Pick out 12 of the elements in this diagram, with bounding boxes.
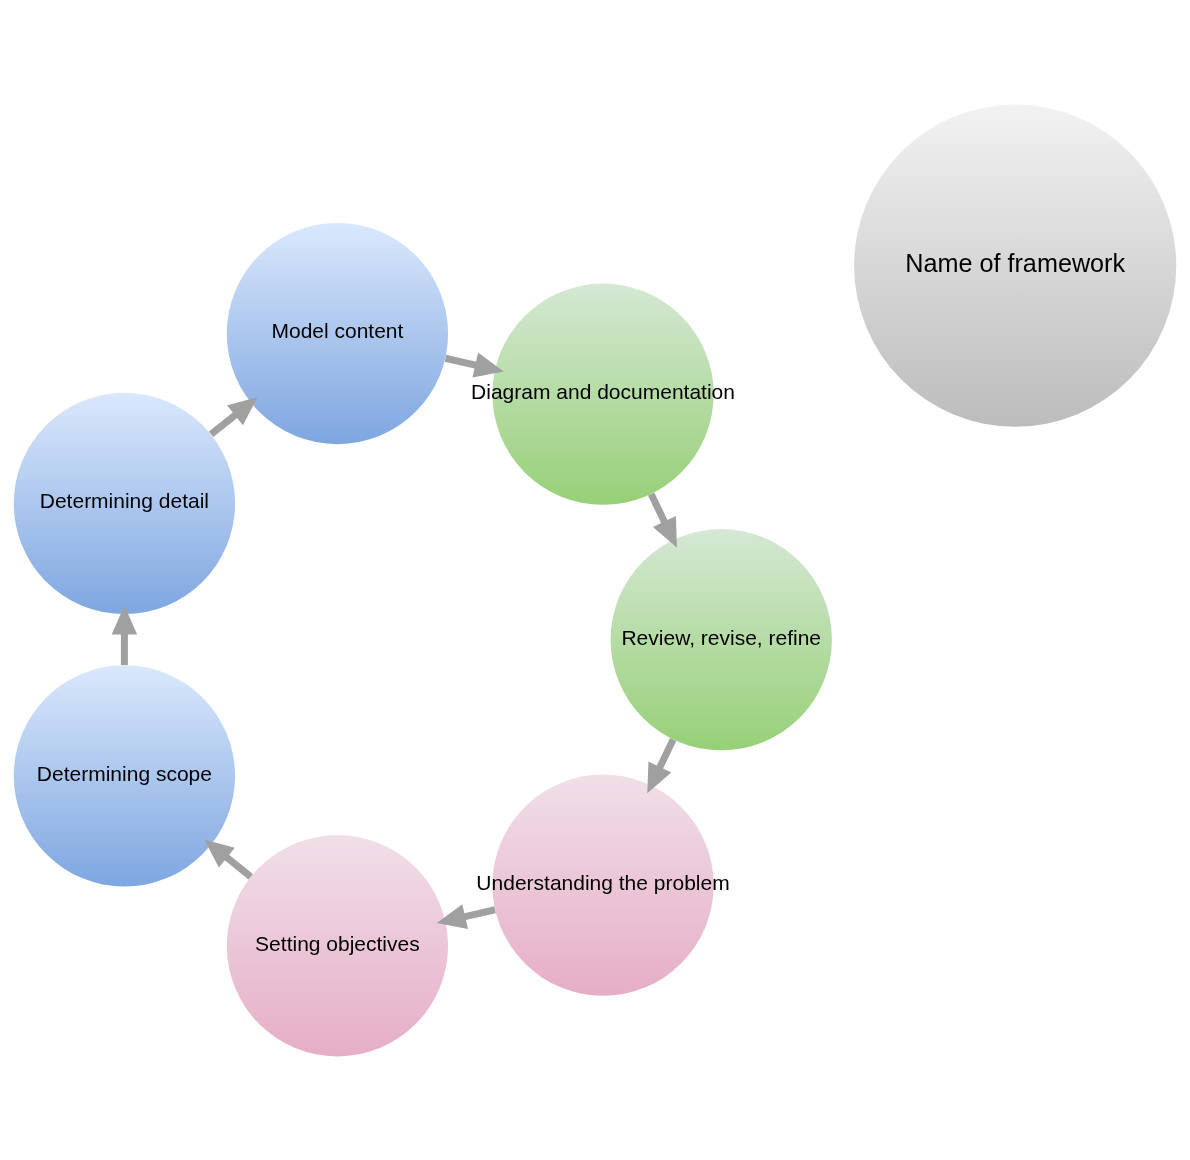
node-circle: Review, revise, refine bbox=[610, 528, 832, 750]
arrow bbox=[111, 604, 138, 665]
arrow bbox=[204, 838, 253, 879]
node-circle: Determining detail bbox=[13, 392, 236, 614]
node-circle: Name of framework bbox=[854, 104, 1177, 427]
node-label: Diagram and documentation bbox=[471, 379, 735, 403]
arrow bbox=[647, 492, 677, 548]
arrow bbox=[208, 396, 258, 437]
node-circle: Setting objectives bbox=[226, 834, 449, 1056]
arrow bbox=[444, 352, 504, 377]
arrow bbox=[436, 903, 496, 929]
arrow bbox=[647, 737, 677, 793]
